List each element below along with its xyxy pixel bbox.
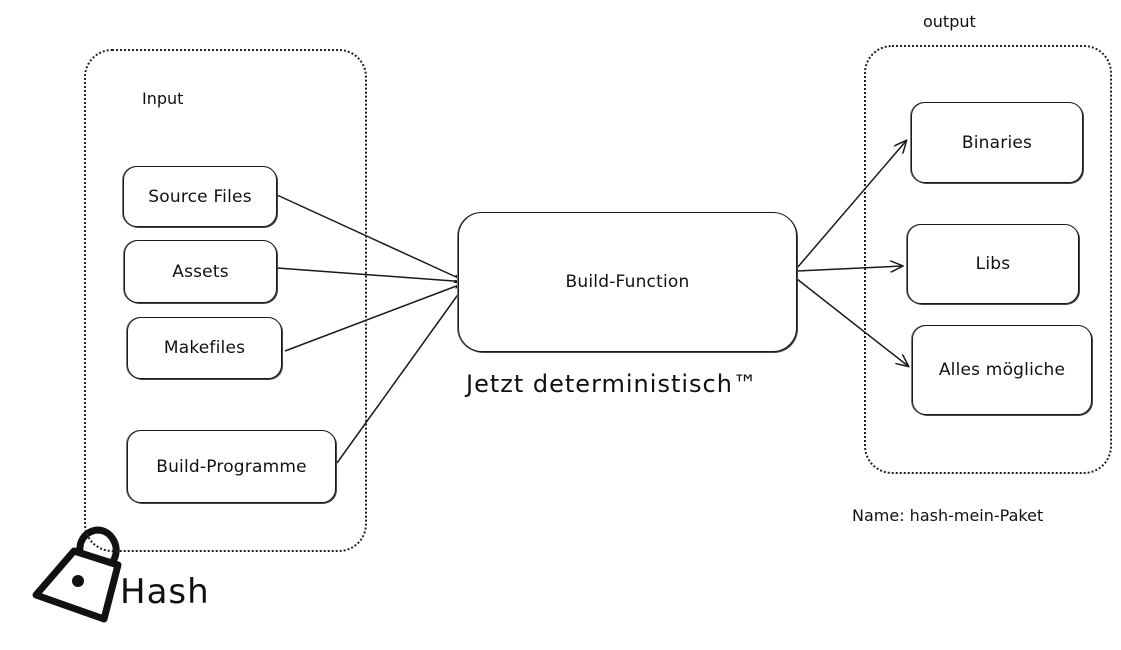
build-function-label: Build-Function <box>565 272 690 292</box>
input-group-label: Input <box>142 89 184 108</box>
arrow-build-programme <box>336 282 467 464</box>
input-node-label: Build-Programme <box>156 456 307 477</box>
output-node-label: Alles mögliche <box>938 360 1066 380</box>
build-function-node: Build-Function <box>458 212 797 352</box>
output-node-label: Binaries <box>961 132 1033 153</box>
output-group <box>864 45 1112 474</box>
arrow-binaries <box>796 141 906 269</box>
input-node-label: Assets <box>172 261 229 282</box>
output-node-binaries: Binaries <box>911 102 1083 183</box>
hash-label: Hash <box>120 572 210 612</box>
arrow-source-files <box>276 194 467 282</box>
input-node-label: Makefiles <box>163 338 246 358</box>
output-group-label: output <box>923 12 976 31</box>
output-node-label: Libs <box>975 254 1011 274</box>
output-node-libs: Libs <box>907 224 1079 304</box>
input-node-makefiles: Makefiles <box>127 317 282 379</box>
arrow-libs <box>796 266 902 271</box>
lock-icon <box>32 526 122 623</box>
arrow-makefiles <box>284 282 467 352</box>
input-group <box>84 49 367 552</box>
output-node-alles-moegliche: Alles mögliche <box>912 325 1092 415</box>
build-function-caption: Jetzt deterministisch™ <box>466 370 758 398</box>
input-node-source-files: Source Files <box>123 166 277 227</box>
input-node-build-programme: Build-Programme <box>127 430 336 503</box>
input-node-label: Source Files <box>148 186 252 207</box>
input-node-assets: Assets <box>124 240 277 303</box>
arrow-assets <box>276 267 467 282</box>
arrow-alles-moegliche <box>796 278 908 366</box>
package-name-note: Name: hash-mein-Paket <box>852 506 1044 525</box>
